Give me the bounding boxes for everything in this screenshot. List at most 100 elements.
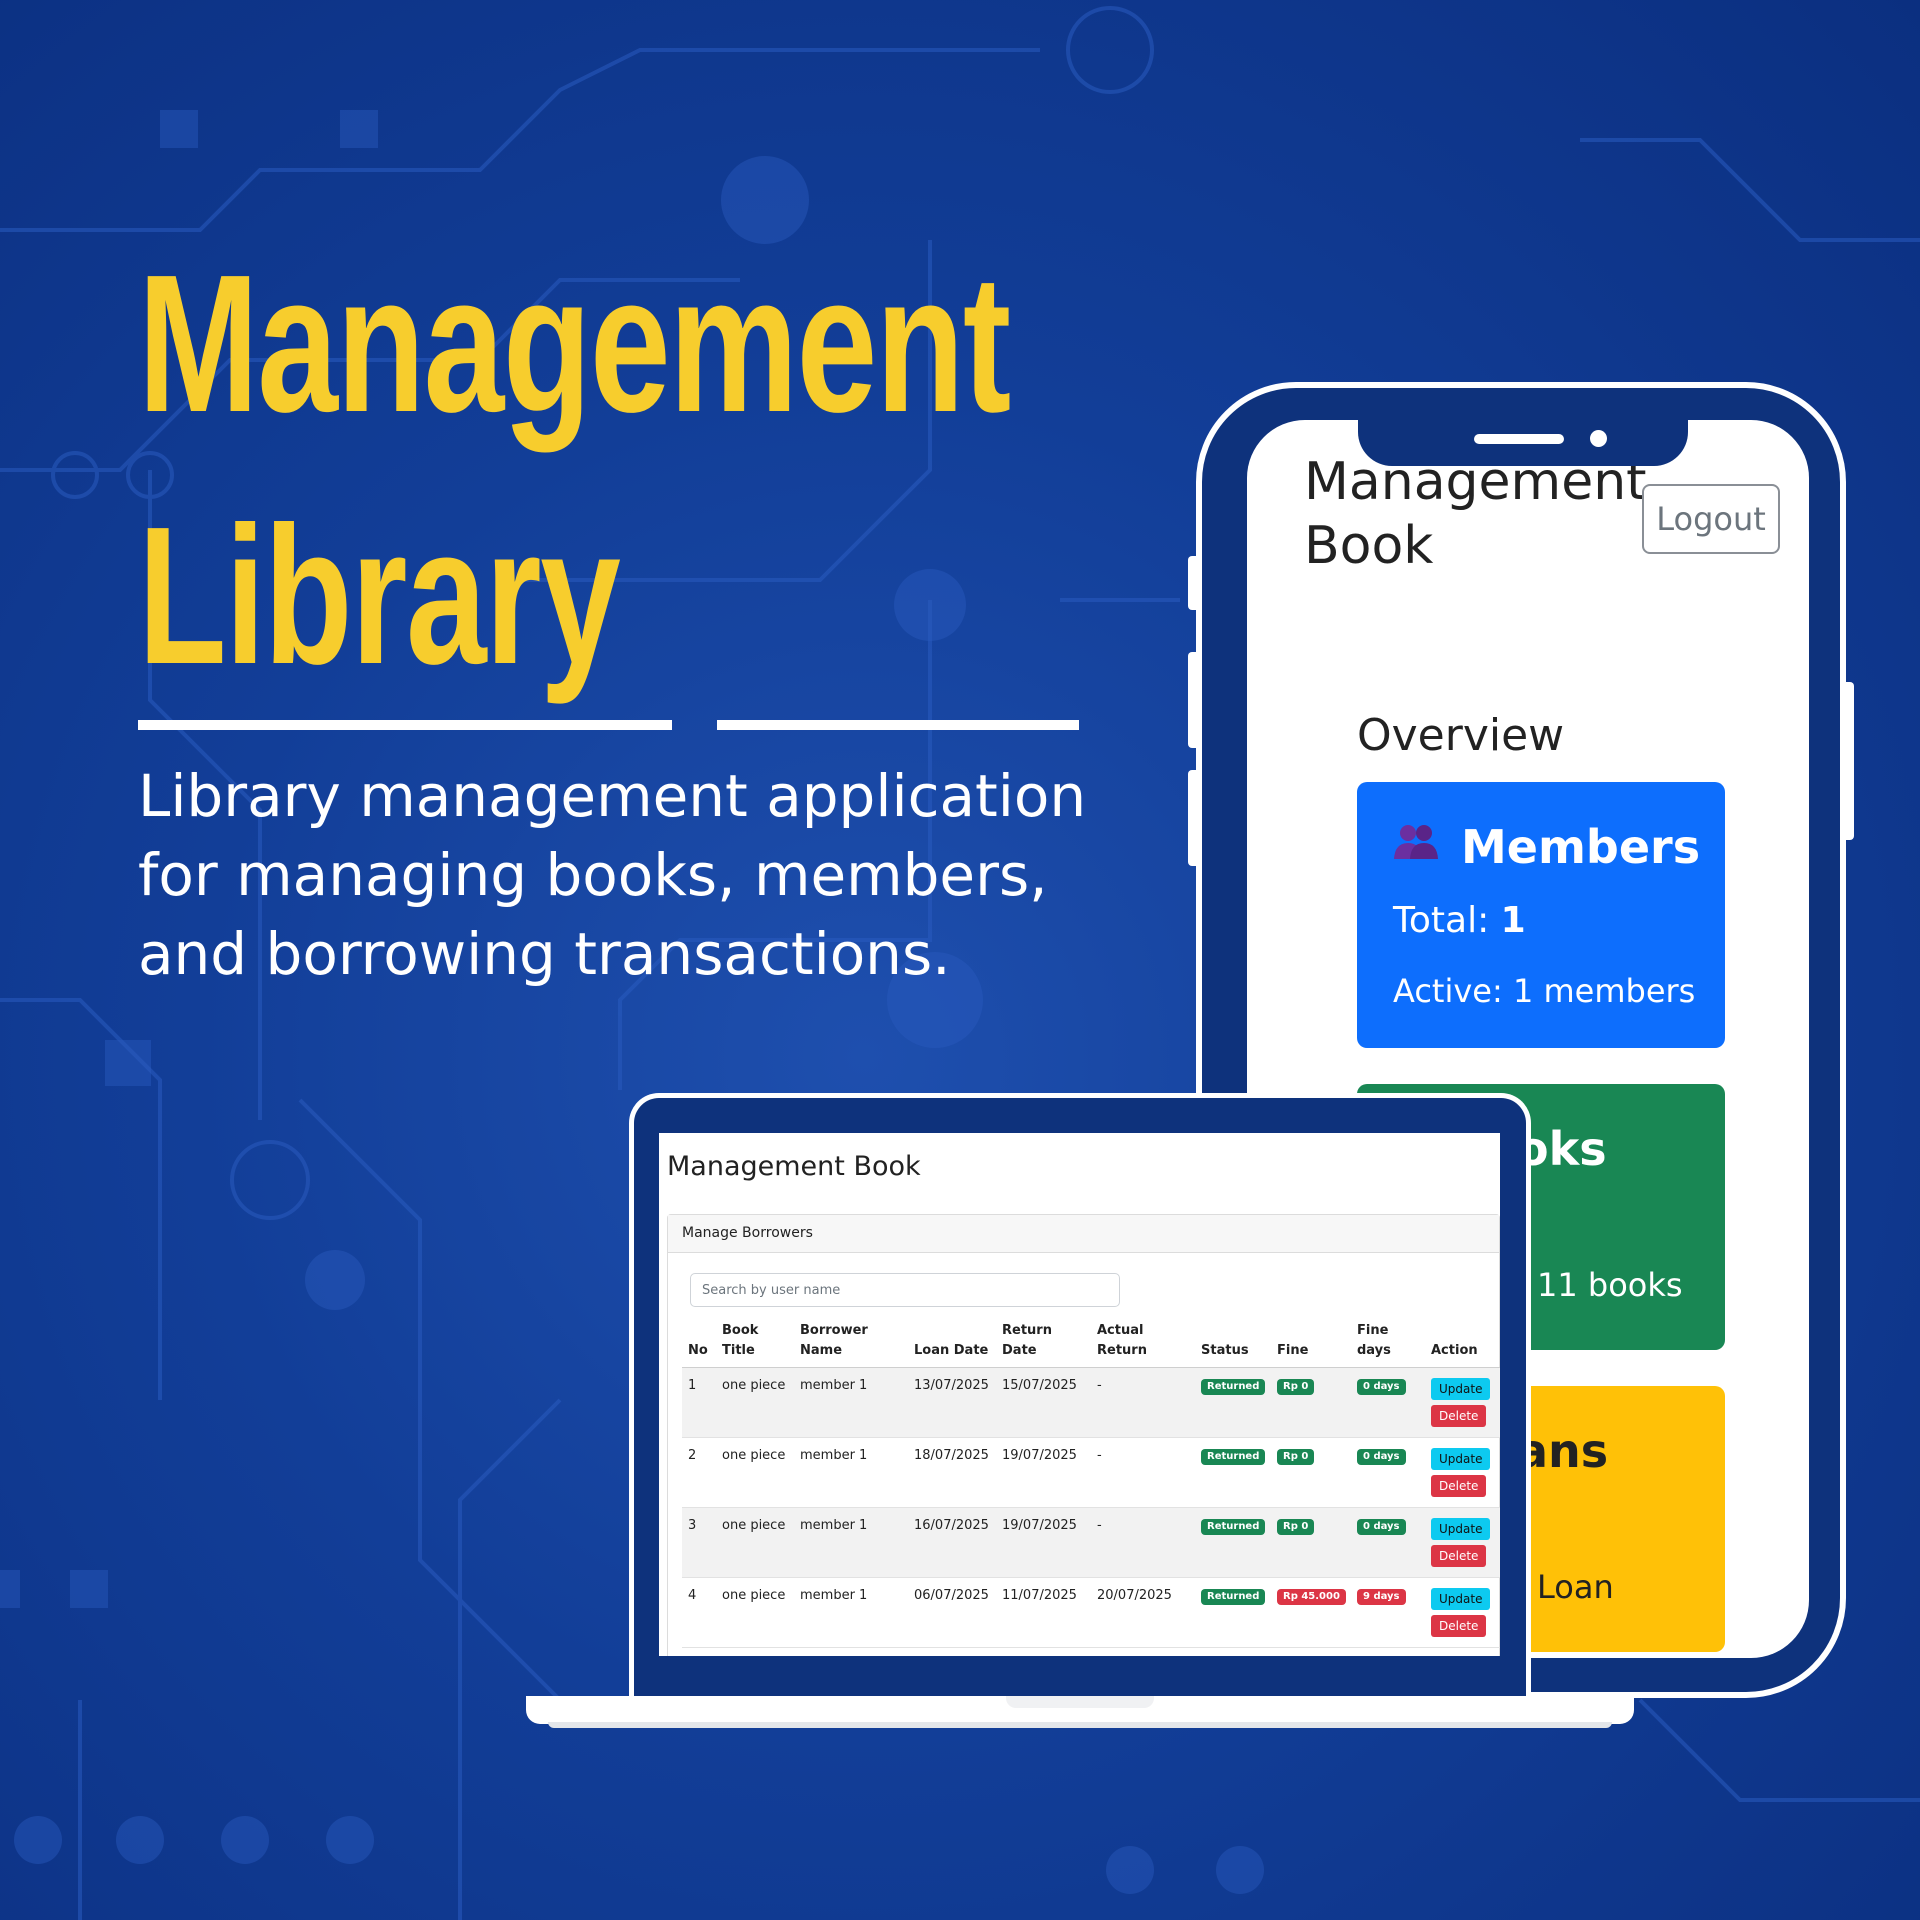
update-button[interactable]: Update <box>1431 1378 1491 1400</box>
cell-loan-date: 16/07/2025 <box>908 1507 996 1578</box>
borrowers-table: No Book Title Borrower Name Loan Date Re… <box>682 1321 1500 1648</box>
laptop-app-title: Management Book <box>667 1151 921 1182</box>
col-book-title: Book Title <box>716 1321 794 1368</box>
col-actual-return: Actual Return <box>1091 1321 1195 1368</box>
members-total-value: 1 <box>1500 900 1526 941</box>
delete-button[interactable]: Delete <box>1431 1405 1487 1427</box>
cell-status: Returned <box>1195 1507 1271 1578</box>
cell-return-date: 15/07/2025 <box>996 1367 1091 1438</box>
fine-badge: Rp 0 <box>1277 1449 1315 1465</box>
cell-status: Returned <box>1195 1367 1271 1438</box>
members-card-title: Members <box>1461 820 1701 874</box>
status-badge: Returned <box>1201 1519 1266 1535</box>
fine-days-badge: 0 days <box>1357 1449 1406 1465</box>
cell-status: Returned <box>1195 1577 1271 1648</box>
cell-fine: Rp 45.000 <box>1271 1577 1351 1648</box>
update-button[interactable]: Update <box>1431 1518 1491 1540</box>
col-fine-days: Fine days <box>1351 1321 1425 1368</box>
status-badge: Returned <box>1201 1379 1266 1395</box>
cell-return-date: 19/07/2025 <box>996 1437 1091 1508</box>
laptop-base-shadow <box>548 1722 1612 1728</box>
cell-fine: Rp 0 <box>1271 1437 1351 1508</box>
hero-subtitle: Library management application for manag… <box>138 762 1087 988</box>
table-header-row: No Book Title Borrower Name Loan Date Re… <box>682 1321 1500 1368</box>
cell-no: 2 <box>682 1437 716 1508</box>
members-active: Active: 1 members <box>1393 972 1696 1010</box>
search-input[interactable] <box>690 1273 1120 1307</box>
fine-badge: Rp 0 <box>1277 1379 1315 1395</box>
cell-fine-days: 0 days <box>1351 1507 1425 1578</box>
cell-fine-days: 0 days <box>1351 1367 1425 1438</box>
cell-return-date: 11/07/2025 <box>996 1577 1091 1648</box>
update-button[interactable]: Update <box>1431 1588 1491 1610</box>
members-card[interactable]: Members Total: 1 Active: 1 members <box>1357 782 1725 1048</box>
status-badge: Returned <box>1201 1589 1266 1605</box>
cell-loan-date: 18/07/2025 <box>908 1437 996 1508</box>
cell-book-title: one piece <box>716 1367 794 1438</box>
borrowers-card-header: Manage Borrowers <box>668 1215 1499 1253</box>
col-status: Status <box>1195 1321 1271 1368</box>
members-total-label: Total: <box>1393 900 1490 941</box>
cell-fine: Rp 0 <box>1271 1367 1351 1438</box>
cell-actual-return: 20/07/2025 <box>1091 1577 1195 1648</box>
laptop-trackpad-notch <box>1006 1696 1154 1708</box>
loans-count: Loan <box>1537 1568 1614 1606</box>
cell-no: 4 <box>682 1577 716 1648</box>
col-action: Action <box>1425 1321 1500 1368</box>
books-count: 11 books <box>1537 1266 1683 1304</box>
status-badge: Returned <box>1201 1449 1266 1465</box>
loans-card-title: ans <box>1517 1424 1609 1478</box>
cell-fine-days: 0 days <box>1351 1437 1425 1508</box>
cell-fine: Rp 0 <box>1271 1507 1351 1578</box>
cell-return-date: 19/07/2025 <box>996 1507 1091 1578</box>
delete-button[interactable]: Delete <box>1431 1545 1487 1567</box>
members-card-header: Members <box>1393 820 1700 874</box>
cell-loan-date: 06/07/2025 <box>908 1577 996 1648</box>
people-icon <box>1393 823 1439 871</box>
fine-days-badge: 0 days <box>1357 1519 1406 1535</box>
cell-status: Returned <box>1195 1437 1271 1508</box>
phone-camera <box>1590 430 1607 447</box>
cell-actual-return: - <box>1091 1507 1195 1578</box>
borrowers-card: Manage Borrowers No Book Title Borrower … <box>667 1214 1500 1656</box>
hero-title: Management Library <box>138 218 1011 722</box>
col-borrower-name: Borrower Name <box>794 1321 908 1368</box>
col-fine: Fine <box>1271 1321 1351 1368</box>
fine-days-badge: 0 days <box>1357 1379 1406 1395</box>
cell-borrower-name: member 1 <box>794 1577 908 1648</box>
cell-book-title: one piece <box>716 1507 794 1578</box>
update-button[interactable]: Update <box>1431 1448 1491 1470</box>
cell-no: 1 <box>682 1367 716 1438</box>
hero-title-line-2: Library <box>138 486 621 705</box>
cell-actual-return: - <box>1091 1367 1195 1438</box>
cell-borrower-name: member 1 <box>794 1367 908 1438</box>
books-card-header: oks <box>1517 1122 1607 1176</box>
phone-notch <box>1358 414 1688 466</box>
members-total: Total: 1 <box>1393 900 1526 941</box>
overview-heading: Overview <box>1357 710 1565 761</box>
fine-days-badge: 9 days <box>1357 1589 1406 1605</box>
cell-book-title: one piece <box>716 1437 794 1508</box>
cell-loan-date: 13/07/2025 <box>908 1367 996 1438</box>
phone-app-title: Management Book <box>1304 452 1647 576</box>
hero-divider-left <box>138 720 672 730</box>
books-card-title: oks <box>1517 1122 1607 1176</box>
fine-badge: Rp 0 <box>1277 1519 1315 1535</box>
phone-speaker <box>1474 434 1564 444</box>
loans-card-header: ans <box>1517 1424 1608 1478</box>
col-return-date: Return Date <box>996 1321 1091 1368</box>
logout-button[interactable]: Logout <box>1642 484 1780 554</box>
cell-borrower-name: member 1 <box>794 1437 908 1508</box>
delete-button[interactable]: Delete <box>1431 1475 1487 1497</box>
cell-borrower-name: member 1 <box>794 1507 908 1578</box>
hero-divider-right <box>717 720 1079 730</box>
col-no: No <box>682 1321 716 1368</box>
delete-button[interactable]: Delete <box>1431 1615 1487 1637</box>
